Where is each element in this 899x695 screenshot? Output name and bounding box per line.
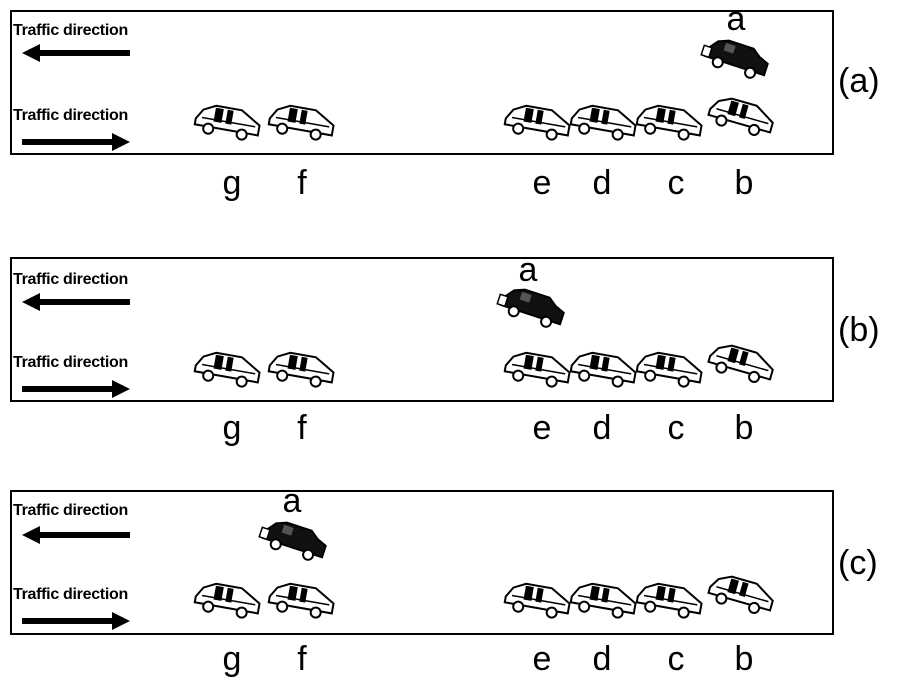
moving-car-icon [258, 521, 327, 561]
car-label-d: d [592, 409, 612, 447]
panel-a: Traffic direction Traffic direction a [0, 0, 899, 215]
left-arrow-icon [22, 293, 130, 311]
car-label-f: f [297, 409, 307, 447]
car-label-a: a [282, 482, 302, 520]
road-frame [10, 10, 834, 155]
car-label-c: c [667, 640, 685, 678]
car-label-g: g [222, 640, 242, 678]
traffic-direction-label-upper: Traffic direction [13, 502, 128, 519]
traffic-direction-label-lower: Traffic direction [13, 586, 128, 603]
parked-car-f-icon [267, 351, 335, 388]
car-label-e: e [532, 164, 552, 202]
panel-tag: (a) [838, 62, 880, 100]
car-label-e: e [532, 409, 552, 447]
parked-car-c-icon [635, 104, 703, 141]
left-arrow-icon [22, 526, 130, 544]
car-label-f: f [297, 640, 307, 678]
traffic-direction-label-lower: Traffic direction [13, 107, 128, 124]
car-label-d: d [592, 640, 612, 678]
parked-car-g-icon [193, 582, 261, 619]
car-label-b: b [734, 640, 754, 678]
car-label-a: a [518, 251, 538, 289]
parked-car-e-icon [503, 582, 571, 619]
parked-car-f-icon [267, 104, 335, 141]
parked-car-g-icon [193, 104, 261, 141]
car-label-c: c [667, 164, 685, 202]
parked-car-d-icon [569, 582, 637, 619]
right-arrow-icon [22, 612, 130, 630]
car-label-f: f [297, 164, 307, 202]
parked-car-c-icon [635, 351, 703, 388]
parked-car-d-icon [569, 351, 637, 388]
parked-car-b-icon [707, 344, 774, 383]
moving-car-icon [496, 288, 565, 328]
parked-car-c-icon [635, 582, 703, 619]
parked-car-e-icon [503, 351, 571, 388]
parked-car-g-icon [193, 351, 261, 388]
car-label-d: d [592, 164, 612, 202]
car-label-c: c [667, 409, 685, 447]
car-label-a: a [726, 0, 746, 38]
car-label-g: g [222, 164, 242, 202]
car-label-b: b [734, 164, 754, 202]
panel-tag: (c) [838, 544, 878, 582]
car-label-e: e [532, 640, 552, 678]
panel-tag: (b) [838, 311, 880, 349]
left-arrow-icon [22, 44, 130, 62]
traffic-direction-label-lower: Traffic direction [13, 354, 128, 371]
moving-car-icon [700, 39, 769, 79]
car-label-b: b [734, 409, 754, 447]
traffic-direction-label-upper: Traffic direction [13, 22, 128, 39]
traffic-direction-label-upper: Traffic direction [13, 271, 128, 288]
car-label-g: g [222, 409, 242, 447]
right-arrow-icon [22, 380, 130, 398]
panel-c: Traffic direction Traffic direction a [0, 480, 899, 695]
parked-car-b-icon [707, 575, 774, 614]
parked-car-d-icon [569, 104, 637, 141]
parked-car-f-icon [267, 582, 335, 619]
panel-b: Traffic direction Traffic direction a [0, 247, 899, 462]
right-arrow-icon [22, 133, 130, 151]
parked-car-b-icon [707, 97, 774, 136]
parked-car-e-icon [503, 104, 571, 141]
